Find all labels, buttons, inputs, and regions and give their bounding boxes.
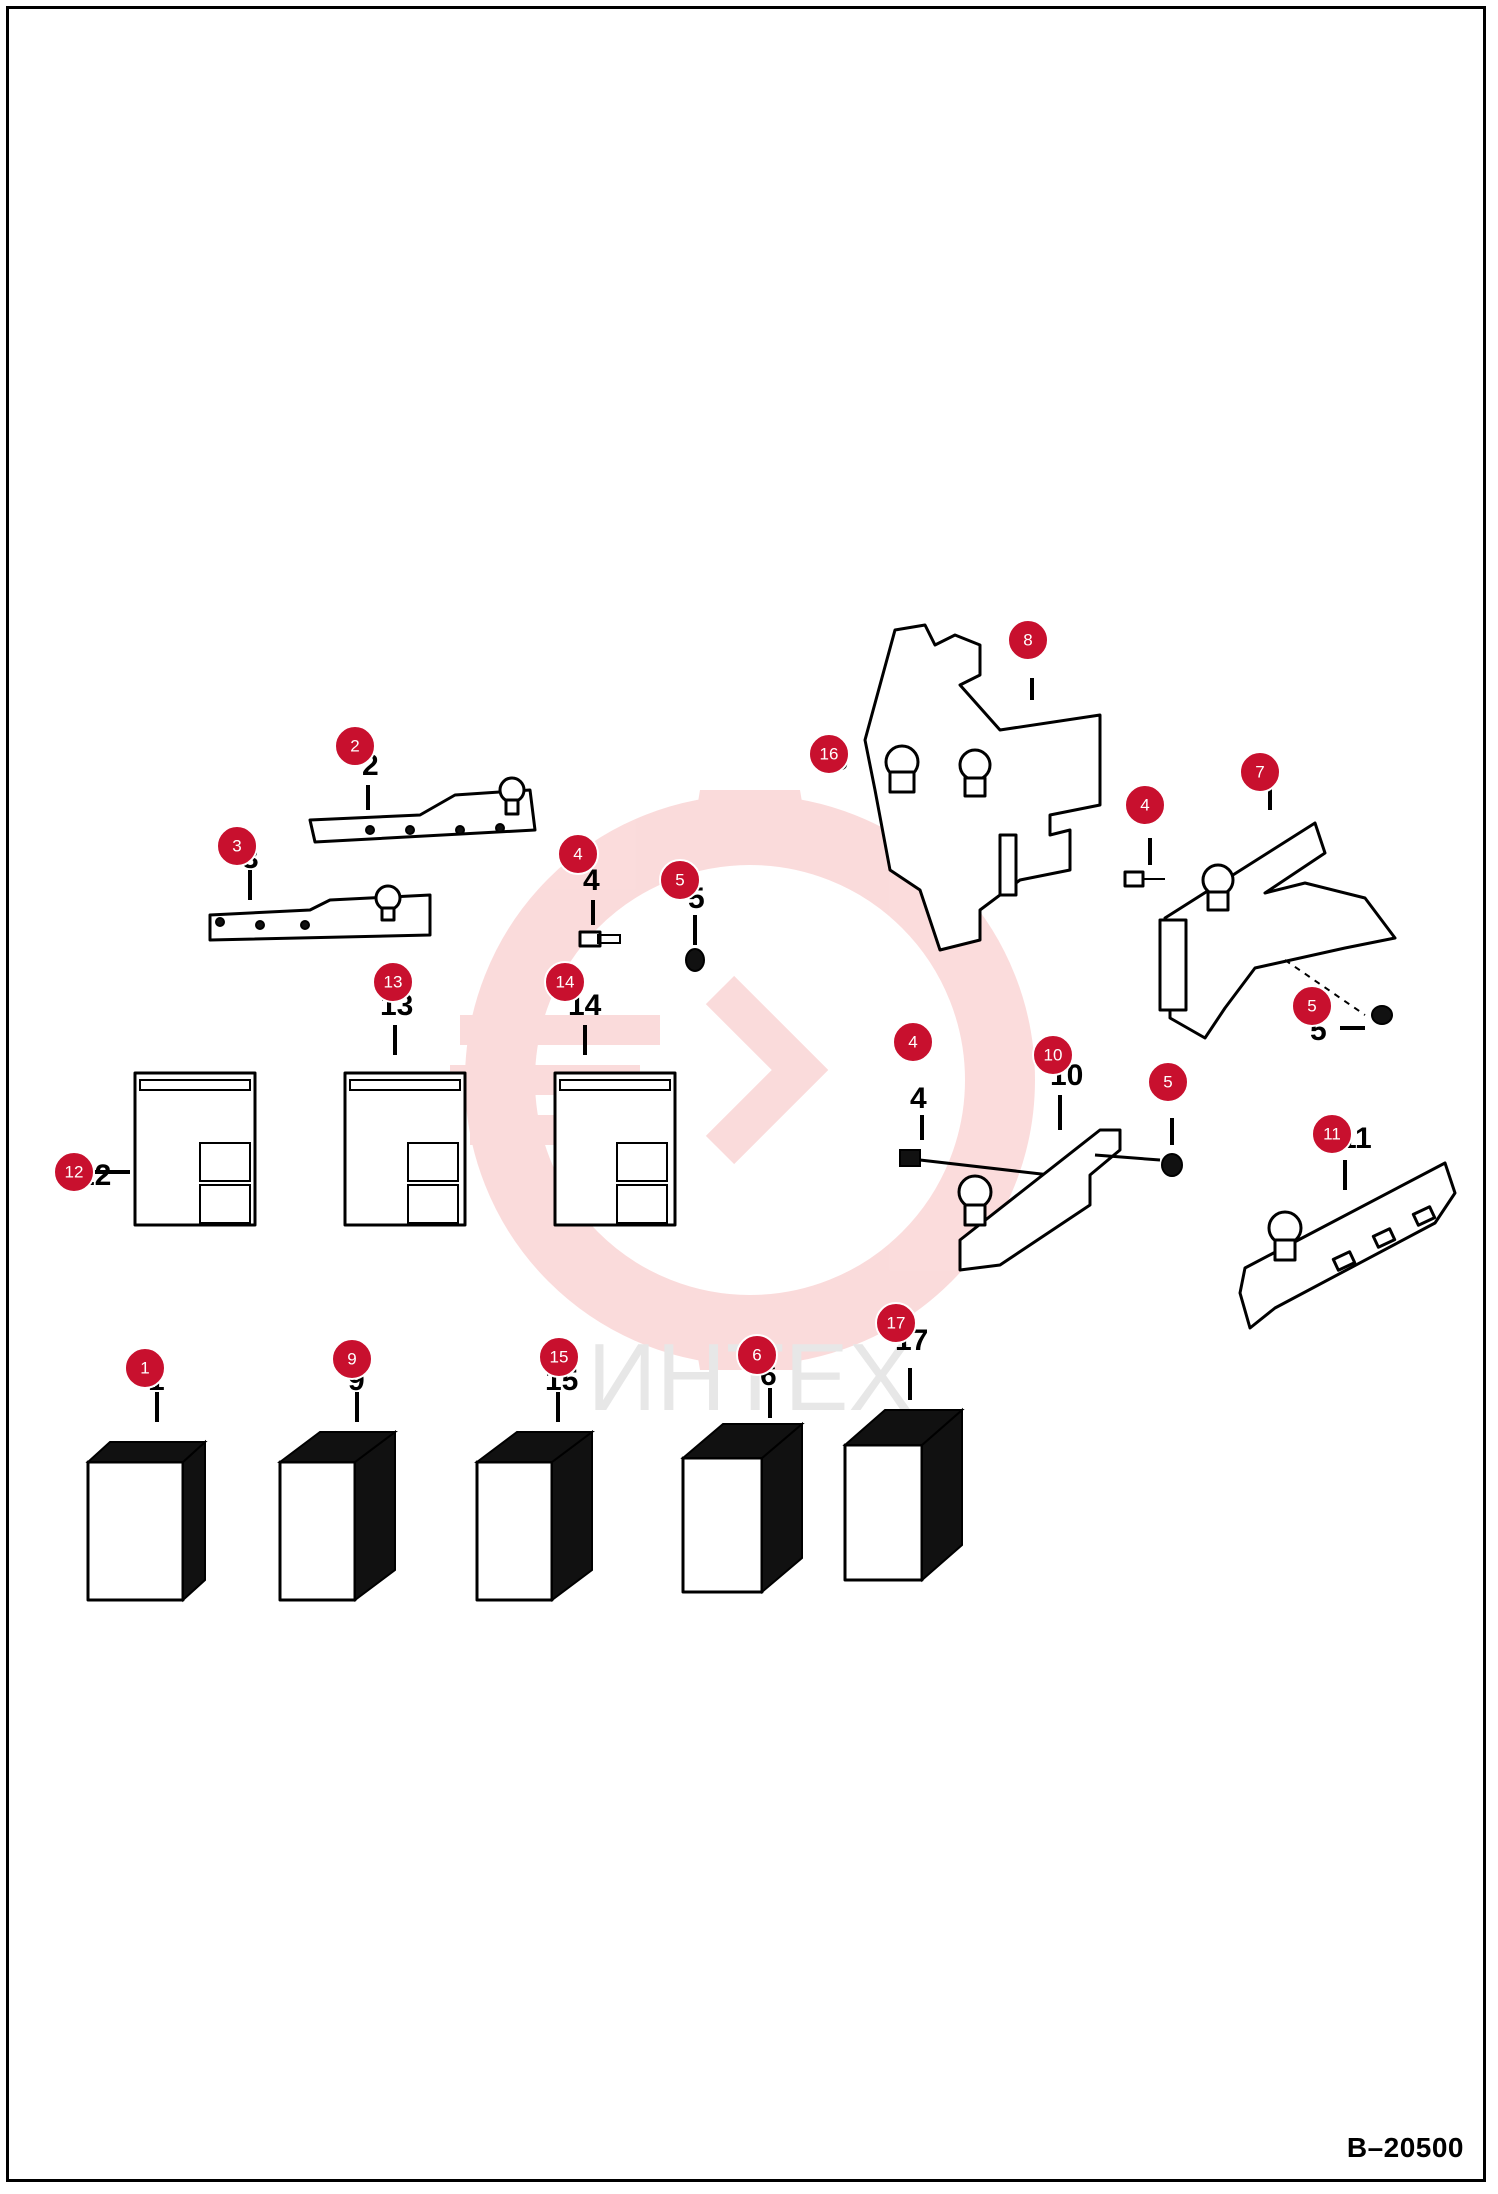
- part-6-box: 6: [680, 1359, 805, 1595]
- drawing-frame: [6, 6, 1486, 2182]
- svg-text:11: 11: [1323, 1125, 1341, 1144]
- callout-9[interactable]: 9: [331, 1338, 373, 1380]
- part-5-nut-middle: [1161, 1118, 1183, 1177]
- callout-1[interactable]: 1: [124, 1347, 166, 1389]
- svg-text:10: 10: [1044, 1046, 1063, 1065]
- callout-5-b[interactable]: 5: [1291, 985, 1333, 1027]
- svg-text:15: 15: [550, 1348, 569, 1367]
- callout-14[interactable]: 14: [544, 961, 586, 1003]
- svg-text:9: 9: [347, 1350, 356, 1369]
- part-3-bracket: 3: [208, 842, 432, 942]
- svg-text:7: 7: [1255, 763, 1264, 782]
- part-4-bolt-right: [1123, 838, 1165, 888]
- svg-text:1: 1: [140, 1359, 149, 1378]
- svg-text:13: 13: [384, 973, 403, 992]
- callout-16[interactable]: 16: [808, 733, 850, 775]
- watermark-logo: ИНТЕХ: [450, 790, 1035, 1431]
- callout-10[interactable]: 10: [1032, 1034, 1074, 1076]
- part-13-decal: 13: [343, 989, 467, 1227]
- part-2-bracket: 2: [308, 749, 537, 844]
- label-4-b: 4: [910, 1082, 927, 1115]
- part-11-bracket: 11: [1238, 1122, 1457, 1330]
- callout-4-a[interactable]: 4: [557, 833, 599, 875]
- part-15-box: 15: [474, 1364, 595, 1602]
- svg-text:16: 16: [820, 745, 839, 764]
- part-17-box: 17: [842, 1324, 965, 1583]
- svg-text:4: 4: [573, 845, 582, 864]
- callout-13[interactable]: 13: [372, 961, 414, 1003]
- svg-text:2: 2: [350, 737, 359, 756]
- callout-17[interactable]: 17: [875, 1302, 917, 1344]
- callout-4-b[interactable]: 4: [1124, 784, 1166, 826]
- part-4-bolt-middle: 4: [899, 1082, 1051, 1177]
- svg-text:6: 6: [752, 1346, 761, 1365]
- callout-6[interactable]: 6: [736, 1334, 778, 1376]
- svg-text:14: 14: [556, 973, 575, 992]
- part-12-decal: 12: [78, 1071, 257, 1227]
- svg-text:8: 8: [1023, 631, 1032, 650]
- callout-11[interactable]: 11: [1311, 1113, 1353, 1155]
- svg-text:3: 3: [232, 837, 241, 856]
- part-8-bracket: [863, 623, 1102, 952]
- svg-text:5: 5: [675, 871, 684, 890]
- part-10-bracket: 10: [957, 1059, 1161, 1272]
- svg-text:12: 12: [65, 1163, 84, 1182]
- callout-12[interactable]: 12: [53, 1151, 95, 1193]
- svg-text:4: 4: [1140, 796, 1149, 815]
- part-1-box: 1: [85, 1364, 208, 1603]
- svg-text:4: 4: [908, 1033, 917, 1052]
- callout-5-a[interactable]: 5: [659, 859, 701, 901]
- svg-text:17: 17: [887, 1314, 906, 1333]
- svg-text:5: 5: [1307, 997, 1316, 1016]
- callout-15[interactable]: 15: [538, 1336, 580, 1378]
- callout-5-c[interactable]: 5: [1147, 1061, 1189, 1103]
- callout-3[interactable]: 3: [216, 825, 258, 867]
- part-9-box: 9: [277, 1364, 398, 1602]
- callout-4-c[interactable]: 4: [892, 1021, 934, 1063]
- part-14-decal: 14: [553, 989, 677, 1227]
- svg-text:5: 5: [1163, 1073, 1172, 1092]
- drawing-id: B–20500: [1346, 2132, 1464, 2163]
- callout-7[interactable]: 7: [1239, 751, 1281, 793]
- part-7-bracket: [1158, 782, 1397, 1040]
- callout-8[interactable]: 8: [1007, 619, 1049, 661]
- callout-2[interactable]: 2: [334, 725, 376, 767]
